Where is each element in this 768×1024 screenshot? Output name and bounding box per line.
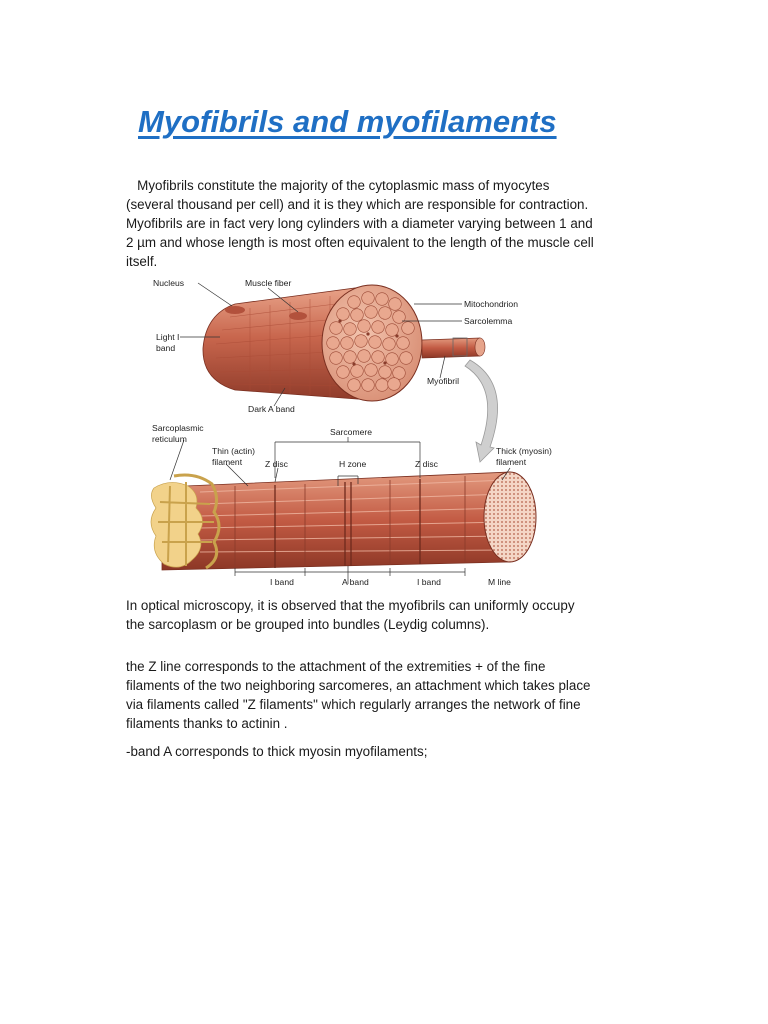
label-sarcoplasmic-line1: Sarcoplasmic	[152, 423, 204, 433]
label-thin-filament-line1: Thin (actin)	[212, 446, 255, 456]
z-line-paragraph: the Z line corresponds to the attachment…	[126, 659, 591, 731]
label-sarcoplasmic-line2: reticulum	[152, 434, 187, 444]
label-i-band-right: I band	[417, 577, 441, 587]
label-i-band-left: I band	[270, 577, 294, 587]
label-light-band-line2: band	[156, 343, 175, 353]
label-mitochondrion: Mitochondrion	[464, 299, 518, 309]
sarcoplasmic-reticulum-mesh	[150, 473, 221, 570]
label-m-line: M line	[488, 577, 511, 587]
muscle-fiber-cylinder	[202, 284, 423, 402]
myofibril-cross-sections	[326, 291, 415, 392]
myofibril-detail	[150, 471, 537, 571]
myofibril-strand	[421, 337, 486, 359]
band-a-paragraph: -band A corresponds to thick myosin myof…	[126, 744, 428, 759]
label-myofibril: Myofibril	[427, 376, 459, 386]
label-a-band: A band	[342, 577, 369, 587]
label-light-band-line1: Light I	[156, 332, 179, 342]
nucleus-icon	[225, 306, 245, 314]
label-z-disc-right: Z disc	[415, 459, 439, 469]
label-thick-filament-line1: Thick (myosin)	[496, 446, 552, 456]
label-sarcomere: Sarcomere	[330, 427, 372, 437]
label-thin-filament-line2: filament	[212, 457, 243, 467]
page-title: Myofibrils and myofilaments	[138, 104, 557, 139]
label-sarcolemma: Sarcolemma	[464, 316, 512, 326]
microscopy-paragraph: In optical microscopy, it is observed th…	[126, 598, 575, 632]
label-z-disc-left: Z disc	[265, 459, 289, 469]
intro-paragraph: Myofibrils constitute the majority of th…	[126, 178, 598, 269]
label-h-zone: H zone	[339, 459, 366, 469]
muscle-fiber-diagram: Nucleus Muscle fiber Mitochondrion Sarco…	[150, 278, 552, 587]
label-muscle-fiber: Muscle fiber	[245, 278, 291, 288]
zoom-arrow-icon	[464, 359, 498, 463]
label-dark-a-band: Dark A band	[248, 404, 295, 414]
label-nucleus: Nucleus	[153, 278, 184, 288]
label-thick-filament-line2: filament	[496, 457, 527, 467]
